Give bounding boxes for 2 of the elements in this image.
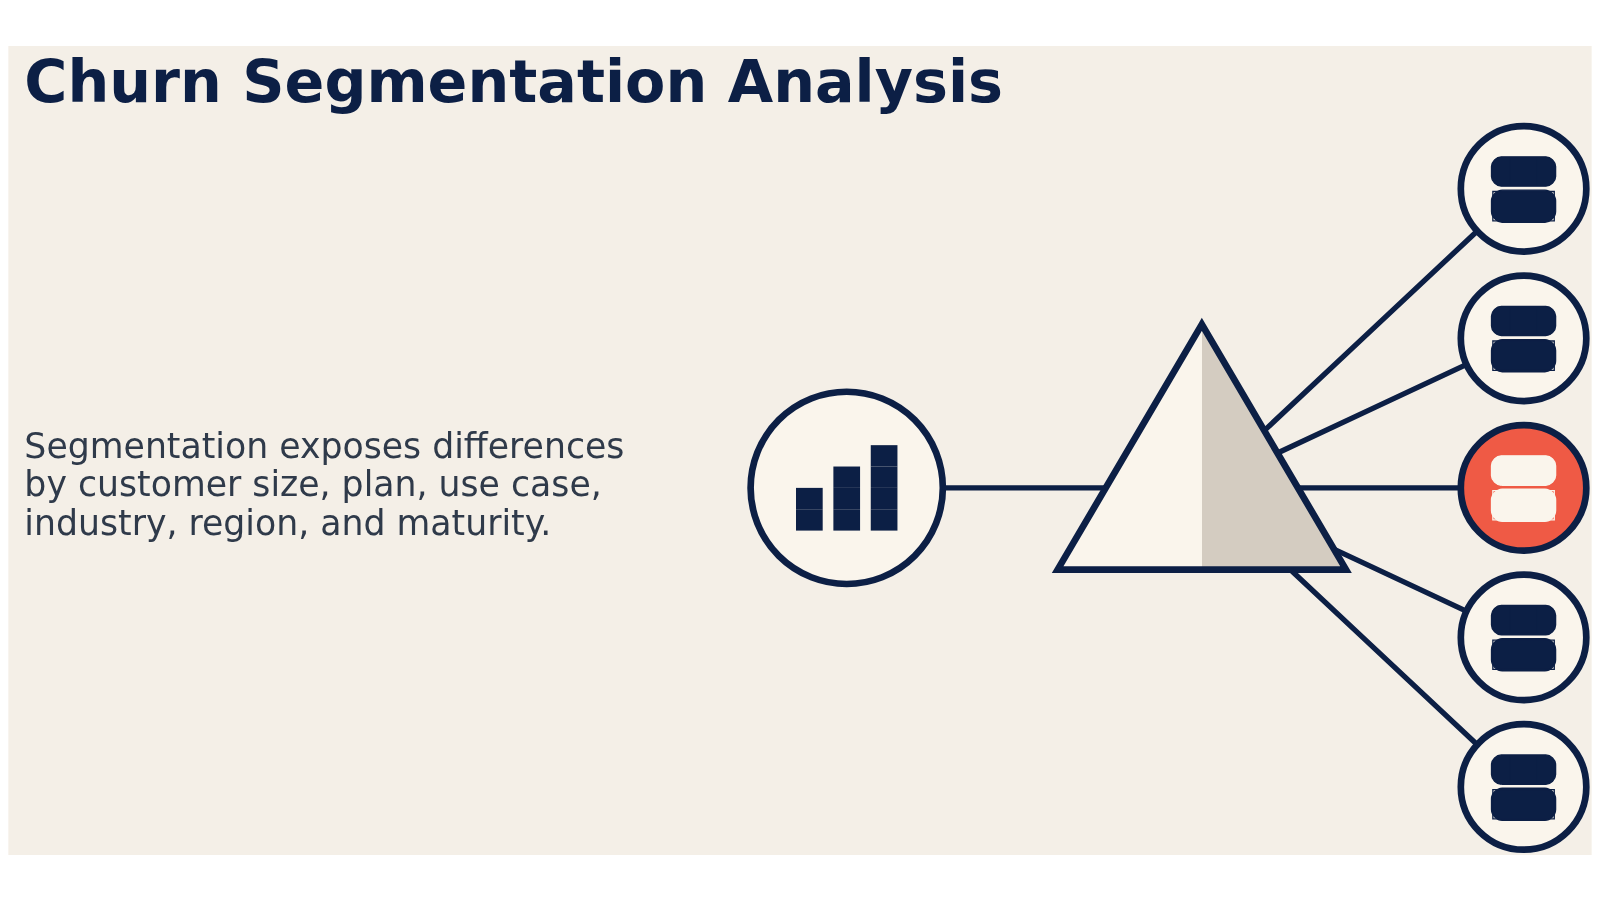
diagram-title: Churn Segmentation Analysis [24, 46, 1004, 116]
label: Segmentation exposes differences by customer size, plan, use case, industry, region, and maturity. [24, 425, 625, 543]
